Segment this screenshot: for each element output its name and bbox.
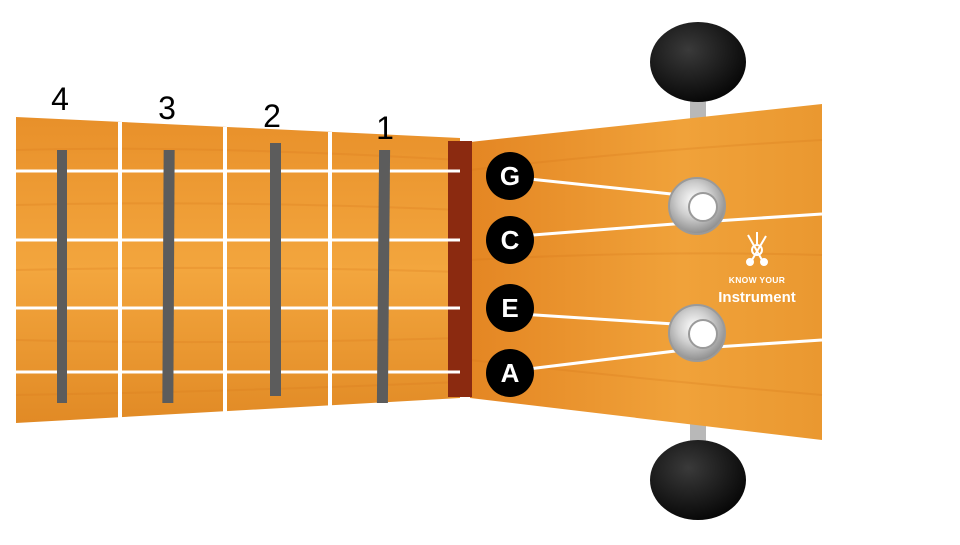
finger-marker-fret-2 (270, 143, 281, 396)
string-a-head (519, 346, 701, 372)
string-c-head (519, 220, 701, 238)
tuning-peg-top[interactable] (668, 177, 726, 235)
note-label-c: C (501, 225, 520, 255)
note-badge-c: C (486, 216, 534, 264)
instrument-logo-icon (746, 232, 768, 266)
brand-logo: KNOW YOUR Instrument (718, 232, 796, 306)
note-label-e: E (501, 293, 518, 323)
note-label-g: G (500, 161, 520, 191)
nut (448, 141, 472, 397)
finger-markers (57, 143, 391, 404)
fret-number-1: 1 (376, 110, 394, 146)
note-badge-e: E (486, 284, 534, 332)
headstock (470, 104, 822, 440)
fretboard (16, 117, 460, 423)
note-badge-a: A (486, 349, 534, 397)
fret-number-3: 3 (158, 90, 176, 126)
string-g-head (519, 176, 691, 198)
top-tuner-knob[interactable] (650, 22, 746, 102)
finger-marker-fret-1 (376, 149, 391, 404)
string-e-head (519, 312, 691, 327)
note-label-a: A (501, 358, 520, 388)
finger-marker-fret-4 (57, 150, 67, 403)
note-badge-g: G (486, 152, 534, 200)
brand-line-2: Instrument (718, 289, 796, 306)
bottom-tuner-knob[interactable] (650, 440, 746, 520)
finger-marker-fret-3 (162, 149, 175, 404)
fret-number-2: 2 (263, 98, 281, 134)
brand-line-1: KNOW YOUR (729, 275, 785, 285)
fretboard-grain (15, 147, 461, 396)
fret-number-4: 4 (51, 81, 69, 117)
tuning-peg-bottom[interactable] (668, 304, 726, 362)
